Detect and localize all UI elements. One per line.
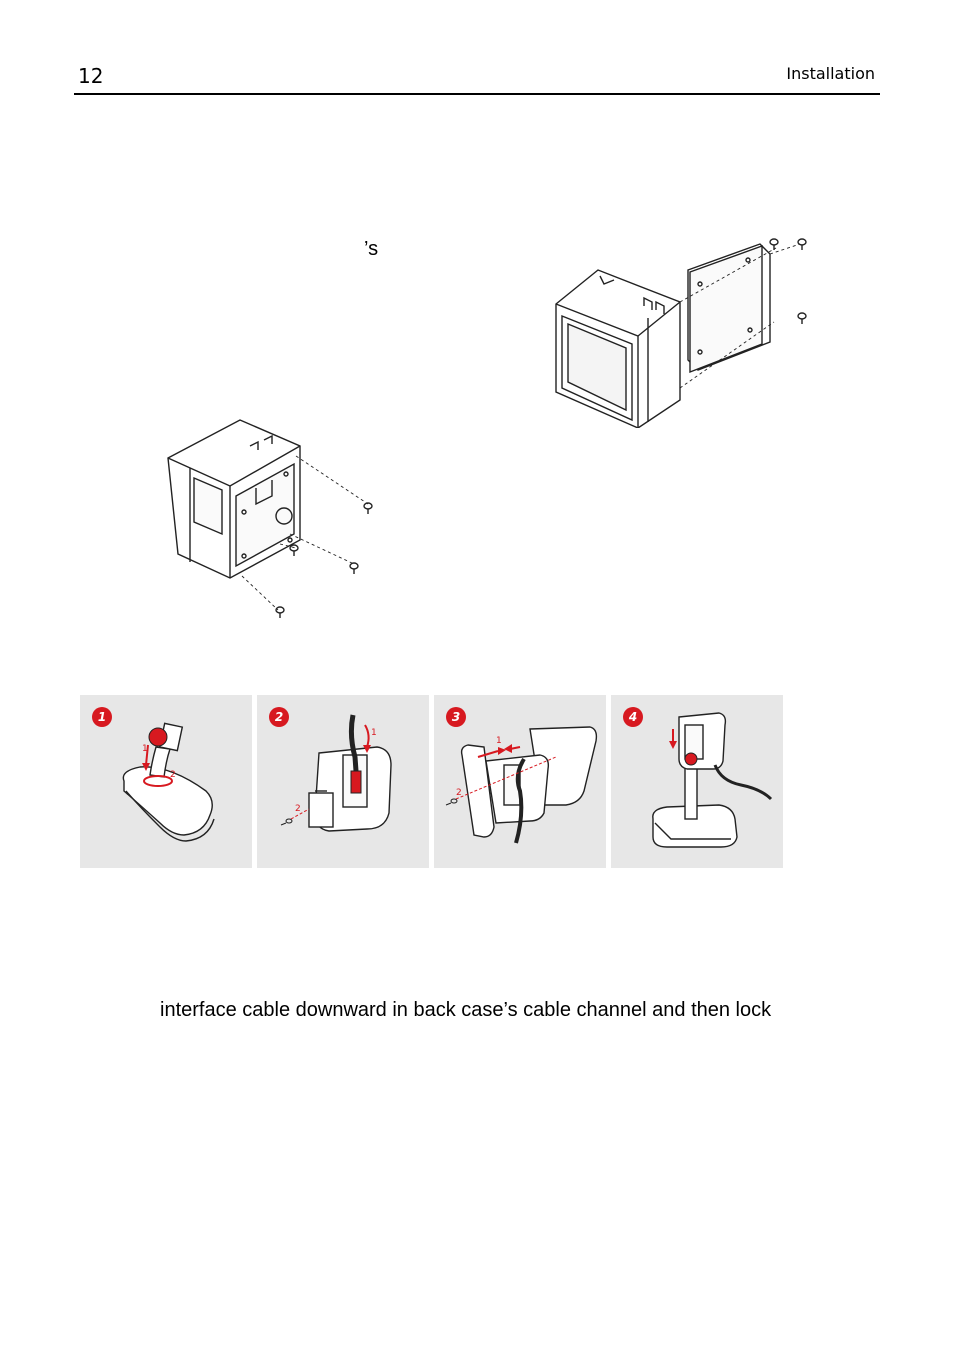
- step-badge-4: 4: [623, 707, 643, 727]
- step-panel-3: 3 1 2: [434, 695, 606, 868]
- wall-plate-illustration: [548, 232, 810, 429]
- header-divider: [74, 93, 880, 95]
- step-2-label-2: 2: [295, 804, 301, 814]
- back-screws-illustration: [160, 416, 382, 620]
- scanner-back-screws-icon: [167, 419, 373, 618]
- step-badge-2: 2: [269, 707, 289, 727]
- scanner-wall-plate-icon: [555, 238, 807, 429]
- step-3-label-2: 2: [456, 788, 462, 798]
- page-number: 12: [78, 64, 104, 88]
- step-1-label-1: 1: [142, 744, 148, 754]
- case-closing-step-3-icon: 1 2: [445, 726, 598, 844]
- cable-insertion-step-2-icon: 1 2: [280, 714, 392, 832]
- mounted-scanner-step-4-icon: [652, 712, 773, 848]
- step-panel-4: 4: [611, 695, 783, 868]
- stand-assembly-steps: 1 1 2 2: [80, 695, 785, 868]
- step-panel-2: 2 1 2: [257, 695, 429, 868]
- text-fragment-possessive: ’s: [364, 238, 379, 260]
- text-fragment-instruction: interface cable downward in back case’s …: [160, 999, 772, 1021]
- stand-assembly-step-1-icon: 1 2: [122, 722, 215, 842]
- step-2-label-1: 1: [371, 728, 377, 738]
- step-1-label-2: 2: [170, 770, 176, 780]
- step-3-label-1: 1: [496, 736, 502, 746]
- step-badge-1: 1: [92, 707, 112, 727]
- step-panel-1: 1 1 2: [80, 695, 252, 868]
- section-title: Installation: [786, 64, 875, 83]
- step-badge-3: 3: [446, 707, 466, 727]
